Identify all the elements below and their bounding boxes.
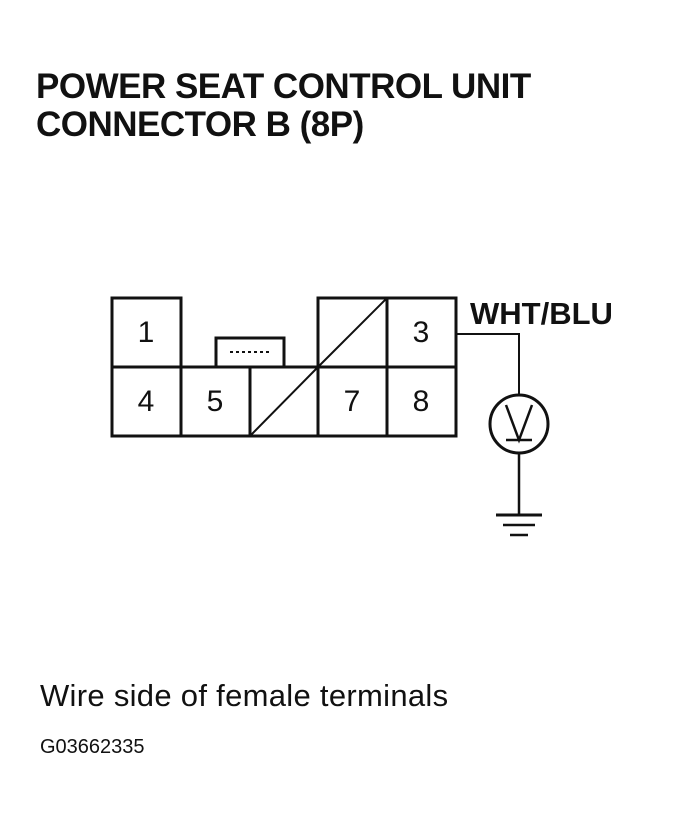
cavity-8 [385, 365, 458, 438]
unused-slash-top [317, 297, 388, 368]
view-caption: Wire side of female terminals [40, 678, 449, 713]
cavity-5 [179, 365, 252, 438]
test-lead-wire [456, 333, 520, 396]
pin-label: 7 [344, 385, 361, 418]
cavity-7 [316, 365, 389, 438]
cavity-1 [110, 296, 183, 369]
pin-label: 3 [413, 316, 430, 349]
ground-icon [496, 513, 542, 537]
pin-label: 5 [207, 385, 224, 418]
pin-label: 8 [413, 385, 430, 418]
pin-label: 1 [138, 316, 155, 349]
pin-label: 4 [138, 385, 155, 418]
unused-slash-bottom [249, 366, 319, 437]
diagram-title: POWER SEAT CONTROL UNIT CONNECTOR B (8P) [36, 68, 531, 144]
title-line-2: CONNECTOR B (8P) [36, 105, 364, 144]
voltmeter-icon [488, 393, 550, 455]
title-line-1: POWER SEAT CONTROL UNIT [36, 67, 531, 106]
cavity-4 [110, 365, 183, 438]
wire-color-label: WHT/BLU [470, 296, 613, 331]
figure-id: G03662335 [40, 736, 145, 758]
